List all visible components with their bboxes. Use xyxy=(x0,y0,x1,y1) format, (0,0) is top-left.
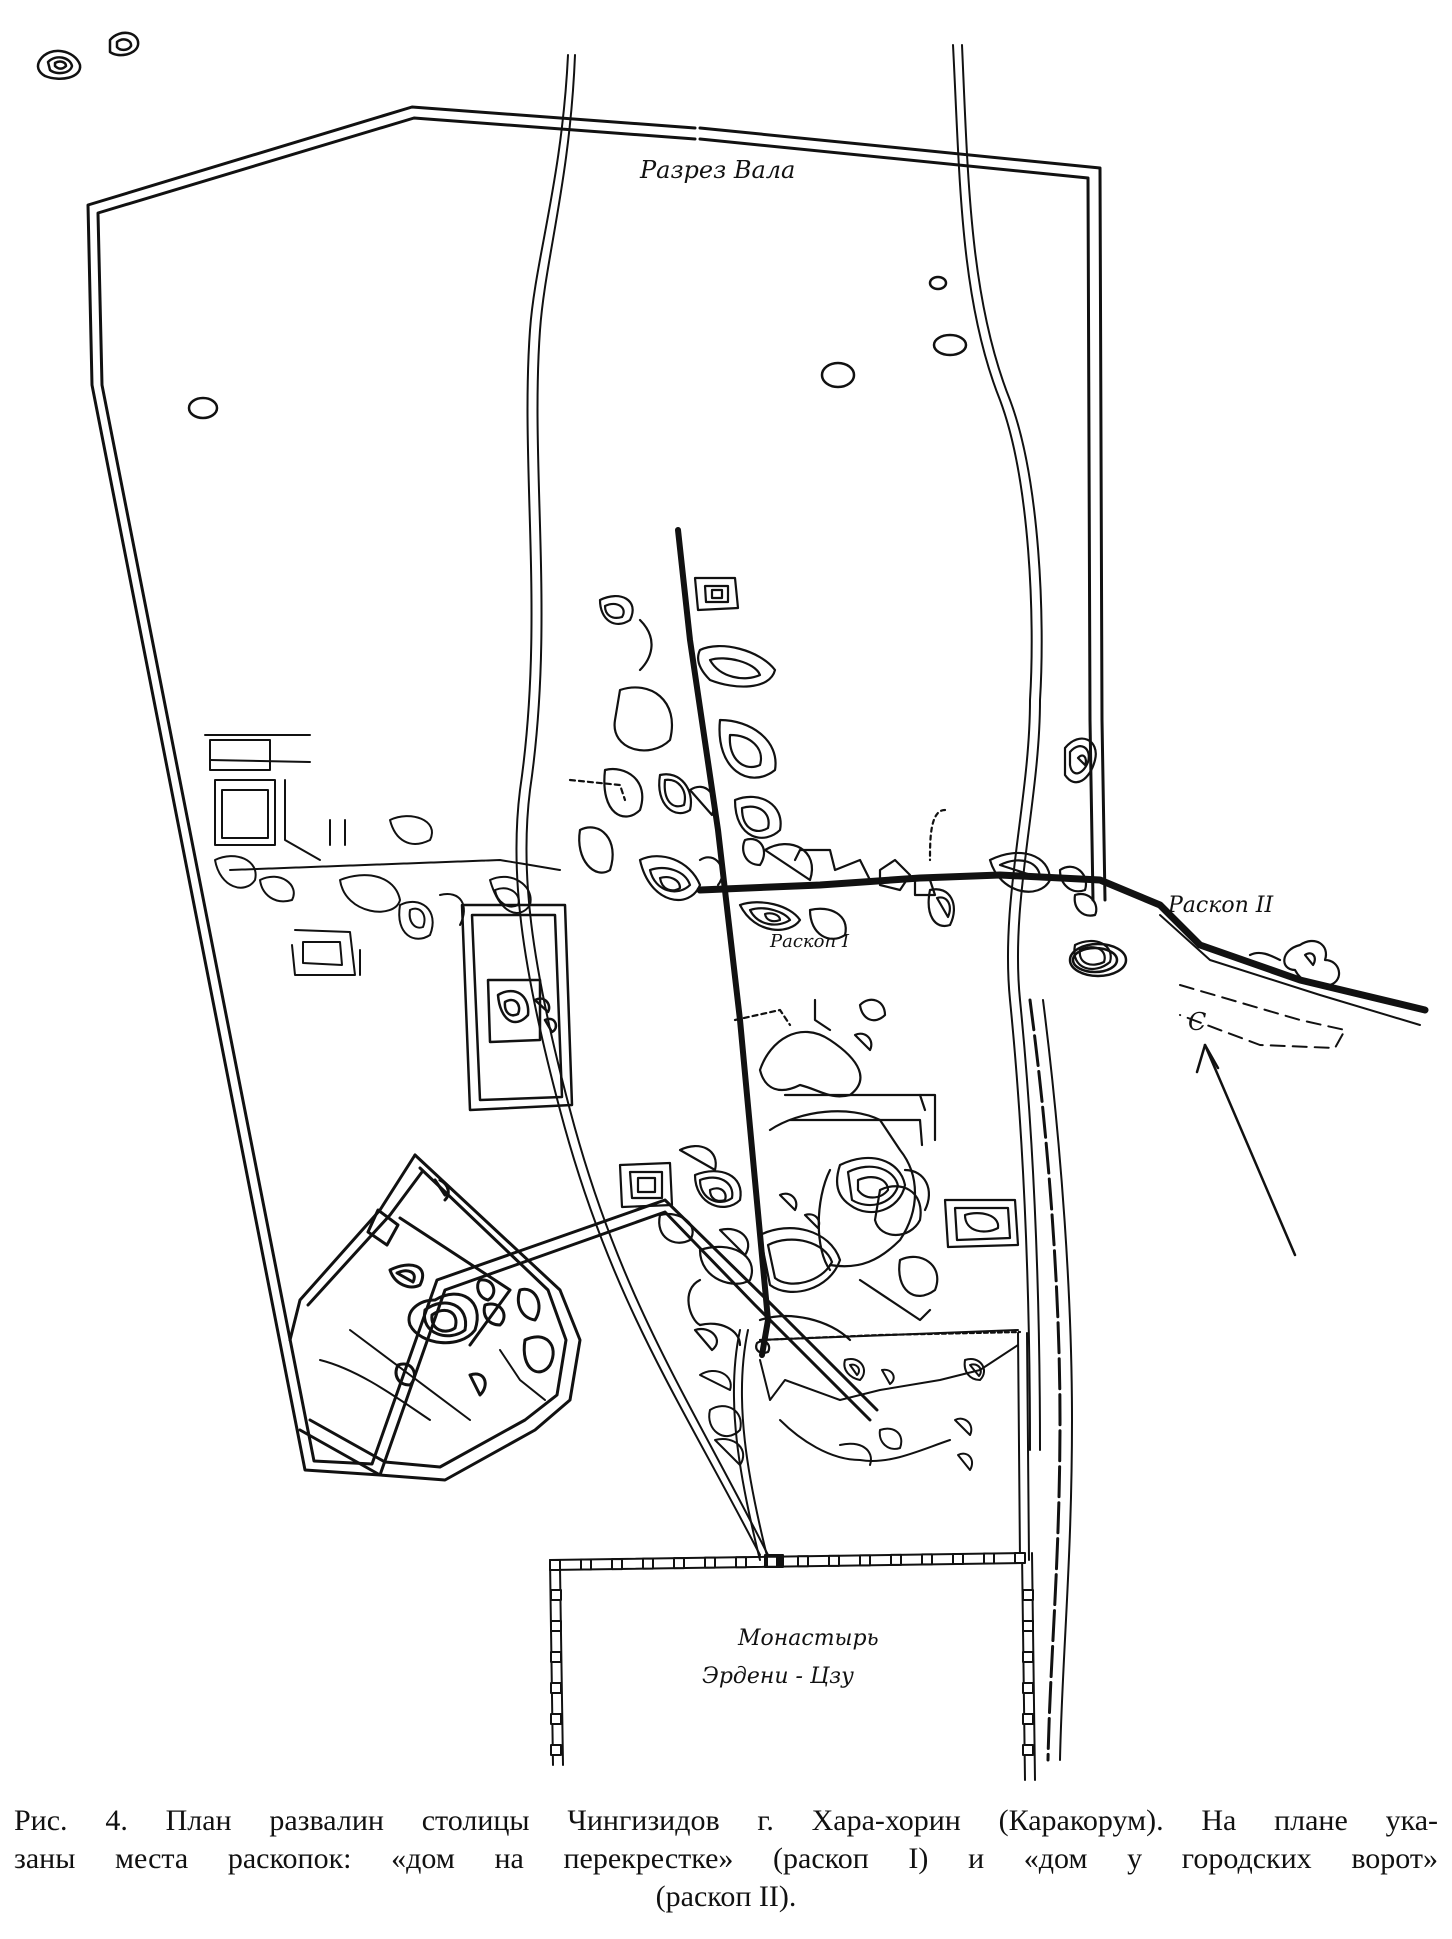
stupa-marker xyxy=(921,1553,933,1566)
stupa-marker xyxy=(580,1558,592,1571)
label-wall-cut: Разрез Вала xyxy=(639,156,795,184)
central-ruins xyxy=(568,576,1341,988)
stupa-marker xyxy=(550,1651,562,1663)
stupa-marker xyxy=(890,1553,902,1566)
east-gate-road xyxy=(1159,914,1421,1049)
stupa-marker xyxy=(735,1556,747,1569)
stupa-marker xyxy=(550,1682,562,1694)
stupa-marker xyxy=(1022,1713,1034,1725)
stupa-marker xyxy=(550,1620,562,1632)
main-streets xyxy=(675,527,1429,1358)
stupa-marker xyxy=(1022,1620,1034,1632)
north-arrow xyxy=(1195,1043,1297,1257)
label-monastery-name: Монастырь xyxy=(737,1626,879,1651)
site-plan-map: Разрез Вала Раскоп I Раскоп II С Монасты… xyxy=(36,31,1429,1781)
stupa-marker xyxy=(1022,1744,1034,1756)
stupa-marker xyxy=(549,1559,561,1571)
stupa-marker xyxy=(550,1589,562,1601)
monastery-stupas xyxy=(549,1552,1034,1756)
palace-enclosure xyxy=(288,1153,582,1482)
stupa-marker xyxy=(828,1554,840,1567)
label-north: С xyxy=(1188,1008,1206,1036)
stupa-marker xyxy=(1022,1682,1034,1694)
stupa-marker xyxy=(704,1556,716,1569)
north-south-roads xyxy=(515,44,1073,1762)
caption-line-3: (раскоп II). xyxy=(655,1880,797,1913)
stupa-marker xyxy=(1014,1552,1026,1565)
stupa-marker xyxy=(673,1557,685,1570)
stupa-marker xyxy=(859,1554,871,1567)
lower-quarter xyxy=(699,1329,1030,1561)
stupa-marker xyxy=(797,1555,809,1568)
stupa-marker xyxy=(1022,1589,1034,1601)
figure-caption: Рис. 4. План развалин столицы Чингизидов… xyxy=(14,1802,1438,1916)
stupa-marker xyxy=(642,1557,654,1570)
stupa-marker xyxy=(766,1555,778,1568)
label-monastery-subname: Эрдени - Цзу xyxy=(702,1664,854,1689)
stupa-marker xyxy=(952,1552,964,1565)
label-excavation-1: Раскоп I xyxy=(769,931,850,952)
caption-line-1: Рис. 4. План развалин столицы Чингизидов… xyxy=(14,1804,1438,1837)
western-quarters xyxy=(204,734,561,976)
label-excavation-2: Раскоп II xyxy=(1167,893,1274,918)
stupa-marker xyxy=(550,1713,562,1725)
scattered-mounds xyxy=(36,31,1128,978)
central-west-enclosure xyxy=(460,903,574,1112)
stupa-marker xyxy=(1022,1651,1034,1663)
stupa-marker xyxy=(611,1558,623,1571)
southern-ruins xyxy=(618,998,1022,1354)
monastery-road xyxy=(732,1329,769,1561)
caption-line-2: заны места раскопок: «дом на перекрестке… xyxy=(14,1842,1438,1875)
stupa-marker xyxy=(983,1552,995,1565)
stupa-marker xyxy=(550,1744,562,1756)
